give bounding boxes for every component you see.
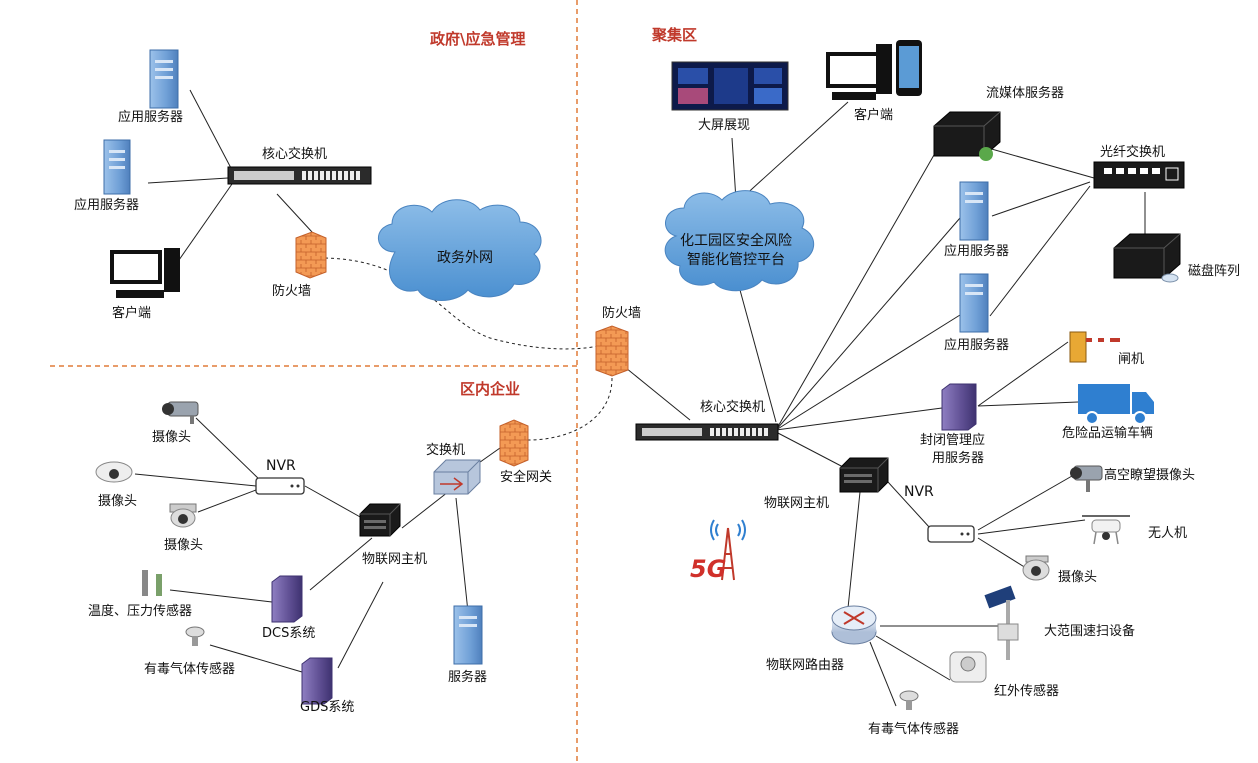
label-app-server: 应用服务器 xyxy=(74,198,140,213)
label-media-server: 流媒体服务器 xyxy=(986,86,1065,101)
label-core-switch: 核心交换机 xyxy=(700,400,766,415)
label-iot-host: 物联网主机 xyxy=(362,552,428,567)
label-platform-line2: 智能化管控平台 xyxy=(687,251,785,268)
label-firewall: 防火墙 xyxy=(272,284,312,299)
gas-sensor-icon xyxy=(185,626,205,646)
label-fiber-switch: 光纤交换机 xyxy=(1100,145,1166,160)
label-iot-host: 物联网主机 xyxy=(764,496,830,511)
label-server: 服务器 xyxy=(448,670,488,685)
drone-icon xyxy=(1082,515,1130,545)
label-drone: 无人机 xyxy=(1148,526,1188,541)
label-nvr: NVR xyxy=(266,458,296,474)
platform-cloud xyxy=(664,190,814,292)
label-dcs-system: DCS系统 xyxy=(262,626,316,641)
security-gateway-icon xyxy=(499,419,529,467)
label-app-server: 应用服务器 xyxy=(944,338,1010,353)
scanner-device-icon xyxy=(984,585,1019,660)
infrared-sensor-icon xyxy=(949,651,987,683)
label-platform-line1: 化工园区安全风险 xyxy=(680,233,792,249)
label-nvr: NVR xyxy=(904,484,934,500)
label-camera: 摄像头 xyxy=(164,538,204,553)
big-screen-icon xyxy=(671,61,789,111)
dashed-connections xyxy=(324,257,613,441)
camera-icon xyxy=(162,401,199,424)
iot-host-icon xyxy=(359,503,401,537)
label-gds-system: GDS系统 xyxy=(300,700,355,715)
firewall-icon xyxy=(595,325,629,377)
label-client: 客户端 xyxy=(112,306,152,321)
label-infrared-sensor: 红外传感器 xyxy=(994,684,1060,699)
label-high-camera: 高空瞭望摄像头 xyxy=(1104,468,1196,483)
server-icon xyxy=(453,605,483,665)
label-camera: 摄像头 xyxy=(152,430,192,445)
label-5g: 5G xyxy=(690,555,727,583)
label-gate: 闸机 xyxy=(1118,352,1145,367)
label-app-server: 应用服务器 xyxy=(118,110,184,125)
gas-sensor-icon xyxy=(899,690,919,710)
zone-title-cluster: 聚集区 xyxy=(652,26,698,44)
desktop-and-phone-icon xyxy=(826,40,922,100)
label-closed-mgmt-server: 封闭管理应 用服务器 xyxy=(920,432,985,467)
app-server-icon xyxy=(103,139,131,195)
temperature-pressure-sensor-icon xyxy=(142,570,162,596)
camera-icon xyxy=(1022,555,1050,581)
label-scanner: 大范围速扫设备 xyxy=(1044,624,1136,639)
5g-tower-icon xyxy=(710,519,746,581)
zone-title-government: 政府\应急管理 xyxy=(430,30,526,48)
dome-camera-icon xyxy=(95,461,133,483)
label-security-gateway: 安全网关 xyxy=(500,470,553,485)
nvr-icon xyxy=(255,477,305,495)
gds-system-icon xyxy=(301,657,333,705)
label-gas-sensor: 有毒气体传感器 xyxy=(868,722,960,737)
label-hazmat-vehicle: 危险品运输车辆 xyxy=(1062,426,1154,441)
core-switch-icon xyxy=(227,166,372,185)
disk-array-icon xyxy=(1113,233,1181,283)
fiber-switch-icon xyxy=(1093,161,1185,189)
iot-router-icon xyxy=(831,605,877,645)
connections xyxy=(134,89,1146,707)
label-gas-sensor: 有毒气体传感器 xyxy=(144,662,236,677)
firewall-icon xyxy=(295,231,327,279)
media-server-icon xyxy=(933,111,1001,161)
label-temperature-pressure-sensor: 温度、压力传感器 xyxy=(88,604,193,619)
dcs-system-icon xyxy=(271,575,303,623)
label-client: 客户端 xyxy=(854,108,894,123)
label-camera: 摄像头 xyxy=(98,494,138,509)
label-big-screen: 大屏展现 xyxy=(698,118,751,133)
label-core-switch: 核心交换机 xyxy=(262,147,328,162)
zone-title-enterprise: 区内企业 xyxy=(460,380,521,398)
label-platform: 化工园区安全风险 智能化管控平台 xyxy=(680,232,792,270)
label-iot-router: 物联网路由器 xyxy=(766,658,845,673)
switch-icon xyxy=(433,459,481,495)
label-app-server: 应用服务器 xyxy=(944,244,1010,259)
label-firewall: 防火墙 xyxy=(602,306,642,321)
core-switch-icon xyxy=(635,423,779,441)
gov-network-cloud xyxy=(377,199,542,301)
camera-icon xyxy=(169,503,197,528)
closed-mgmt-server-icon xyxy=(941,383,977,431)
label-switch: 交换机 xyxy=(426,443,466,458)
gate-icon xyxy=(1069,331,1120,363)
label-disk-array: 磁盘阵列 xyxy=(1188,264,1241,279)
truck-icon xyxy=(1078,384,1154,425)
label-gov-network: 政务外网 xyxy=(437,250,493,266)
desktop-computer-icon xyxy=(110,248,180,298)
app-server-icon xyxy=(149,49,179,109)
label-camera: 摄像头 xyxy=(1058,570,1098,585)
label-closed-mgmt-line1: 封闭管理应 xyxy=(920,433,986,448)
iot-host-icon xyxy=(839,457,889,493)
nvr-icon xyxy=(927,525,975,543)
app-server-icon xyxy=(959,181,989,241)
app-server-icon xyxy=(959,273,989,333)
label-closed-mgmt-line2: 用服务器 xyxy=(932,450,985,466)
high-camera-icon xyxy=(1070,465,1103,492)
